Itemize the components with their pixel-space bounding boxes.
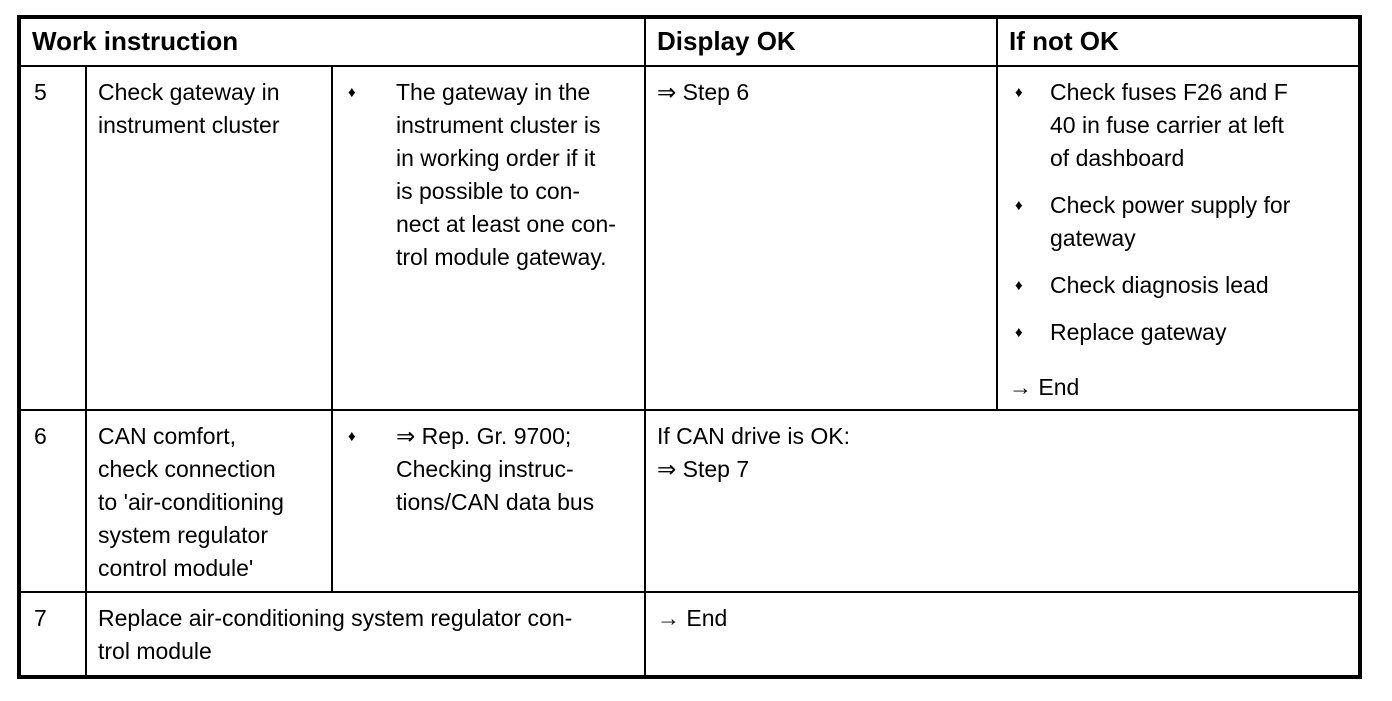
if-not-ok-item-text: Replace gateway [1050,319,1227,345]
step-6-note-text: ⇒ Rep. Gr. 9700; Checking instruc- tions… [396,423,595,515]
if-not-ok-item: ♦ Check fuses F26 and F 40 in fuse carri… [1009,76,1350,175]
step-5-note-text: The gateway in the instrument cluster is… [396,79,616,270]
if-not-ok-item: ♦ Check diagnosis lead [1009,269,1350,302]
step-7-number: 7 [18,591,87,678]
step-5-details: ♦ The gateway in the instrument cluster … [331,65,646,411]
step-6-details: ♦ ⇒ Rep. Gr. 9700; Checking instruc- tio… [331,409,646,593]
step-6-task: CAN comfort, check connection to 'air-co… [85,409,333,593]
header-work-instruction: Work instruction [18,16,646,67]
if-not-ok-item-text: Check diagnosis lead [1050,272,1269,298]
table-header-row: Work instruction Display OK If not OK [18,16,1361,67]
step-5-if-not-ok: ♦ Check fuses F26 and F 40 in fuse carri… [996,65,1361,411]
step-6-note-item: ♦ ⇒ Rep. Gr. 9700; Checking instruc- tio… [345,420,640,519]
if-not-ok-item: ♦ Check power supply for gateway [1009,189,1350,255]
diamond-bullet-icon: ♦ [348,428,356,445]
end-indicator: → End [1009,374,1080,400]
header-if-not-ok: If not OK [996,16,1361,67]
work-instruction-table: Work instruction Display OK If not OK 5 … [17,15,1362,679]
step-6-number: 6 [18,409,87,593]
if-not-ok-item-text: Check power supply for gateway [1050,192,1291,251]
table-row-step-5: 5 Check gateway in instrument cluster ♦ … [18,65,1361,411]
step-7-result: → End [644,591,1361,678]
diamond-bullet-icon: ♦ [1015,84,1023,101]
diamond-bullet-icon: ♦ [1015,197,1023,214]
table-row-step-6: 6 CAN comfort, check connection to 'air-… [18,409,1361,593]
step-6-result: If CAN drive is OK: ⇒ Step 7 [644,409,1361,593]
table-row-step-7: 7 Replace air-conditioning system regula… [18,591,1361,678]
header-display-ok: Display OK [644,16,998,67]
step-5-number: 5 [18,65,87,411]
step-7-task: Replace air-conditioning system regulato… [85,591,646,678]
step-5-display-ok: ⇒ Step 6 [644,65,998,411]
step-5-task: Check gateway in instrument cluster [85,65,333,411]
if-not-ok-item: ♦ Replace gateway [1009,316,1350,349]
diamond-bullet-icon: ♦ [1015,277,1023,294]
diamond-bullet-icon: ♦ [1015,324,1023,341]
diamond-bullet-icon: ♦ [348,84,356,101]
step-5-note-item: ♦ The gateway in the instrument cluster … [345,76,640,274]
if-not-ok-item-text: Check fuses F26 and F 40 in fuse carrier… [1050,79,1288,171]
